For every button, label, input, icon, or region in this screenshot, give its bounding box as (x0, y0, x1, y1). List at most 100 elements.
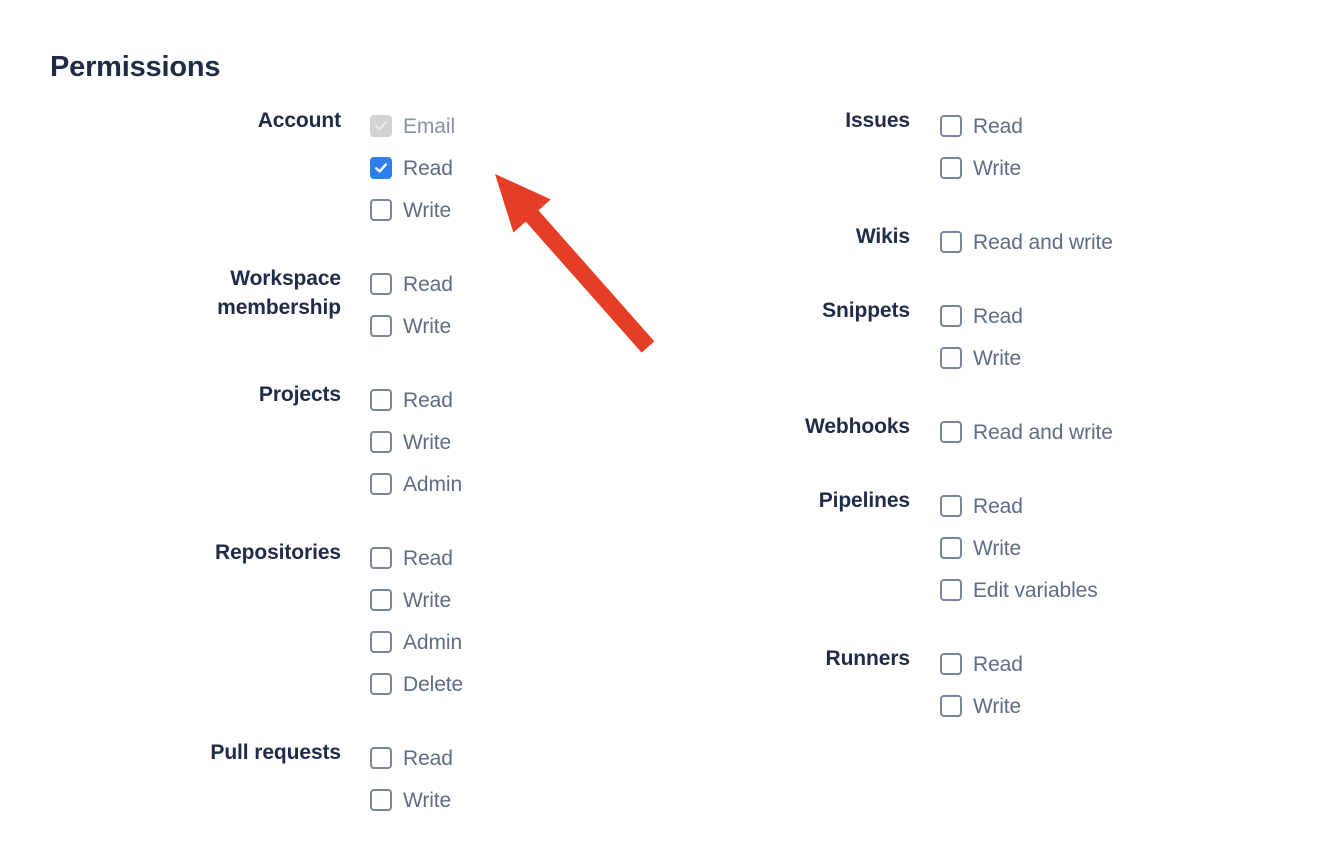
checkbox-write[interactable] (940, 347, 962, 369)
checkbox-email (370, 115, 392, 137)
permission-option-webhooks-read-and-write[interactable]: Read and write (940, 411, 1113, 453)
permission-option-label: Read (973, 652, 1023, 676)
permission-option-list: Read and write (910, 221, 1113, 263)
permission-option-wikis-read-and-write[interactable]: Read and write (940, 221, 1113, 263)
checkbox-read[interactable] (370, 157, 392, 179)
permission-group-label: Repositories (215, 541, 341, 564)
checkbox-write[interactable] (370, 789, 392, 811)
permission-option-label: Write (403, 198, 452, 222)
permission-option-runners-read[interactable]: Read (940, 643, 1023, 685)
permission-option-workspace-membership-write[interactable]: Write (370, 305, 453, 347)
checkbox-write[interactable] (370, 589, 392, 611)
permission-option-label: Write (403, 588, 452, 612)
permission-option-snippets-read[interactable]: Read (940, 295, 1023, 337)
permission-option-pipelines-edit-variables[interactable]: Edit variables (940, 569, 1098, 611)
permission-option-repositories-delete[interactable]: Delete (370, 663, 463, 705)
permission-option-repositories-read[interactable]: Read (370, 537, 463, 579)
checkbox-read[interactable] (370, 747, 392, 769)
permission-group-label: Webhooks (805, 415, 910, 438)
permission-option-label: Admin (403, 472, 463, 496)
permission-option-runners-write[interactable]: Write (940, 685, 1023, 727)
checkbox-write[interactable] (370, 199, 392, 221)
checkbox-read[interactable] (370, 547, 392, 569)
page-title: Permissions (50, 51, 221, 83)
permission-option-label: Edit variables (973, 578, 1098, 602)
permission-option-label: Delete (403, 672, 464, 696)
permission-option-label: Write (403, 788, 452, 812)
permission-group-label: Issues (845, 109, 910, 132)
permission-option-projects-write[interactable]: Write (370, 421, 462, 463)
checkbox-read[interactable] (940, 305, 962, 327)
permission-option-label: Read (973, 114, 1023, 138)
checkbox-write[interactable] (940, 695, 962, 717)
permission-group-label: Snippets (822, 299, 910, 322)
permission-option-projects-read[interactable]: Read (370, 379, 462, 421)
permission-option-workspace-membership-read[interactable]: Read (370, 263, 453, 305)
permission-option-snippets-write[interactable]: Write (940, 337, 1023, 379)
checkbox-write[interactable] (370, 431, 392, 453)
permission-option-account-email: Email (370, 105, 455, 147)
permission-option-repositories-admin[interactable]: Admin (370, 621, 463, 663)
permission-option-label: Read (973, 304, 1023, 328)
permission-group-label: Wikis (855, 225, 910, 248)
permission-option-pull-requests-write[interactable]: Write (370, 779, 453, 821)
checkmark-icon (372, 117, 390, 135)
permission-option-account-write[interactable]: Write (370, 189, 455, 231)
permission-option-repositories-write[interactable]: Write (370, 579, 463, 621)
permission-option-issues-read[interactable]: Read (940, 105, 1023, 147)
permission-group-webhooks: Webhooks Read and write (660, 411, 1322, 453)
checkbox-read[interactable] (370, 389, 392, 411)
checkbox-edit-variables[interactable] (940, 579, 962, 601)
permission-option-pipelines-write[interactable]: Write (940, 527, 1098, 569)
checkbox-read-and-write[interactable] (940, 231, 962, 253)
permission-option-label: Read (973, 494, 1023, 518)
permission-group-wikis: Wikis Read and write (660, 221, 1322, 263)
permission-option-label: Read and write (973, 420, 1113, 444)
checkbox-read-and-write[interactable] (940, 421, 962, 443)
permission-group-label: Pipelines (818, 489, 910, 512)
checkbox-admin[interactable] (370, 631, 392, 653)
permission-group-label: Runners (825, 647, 911, 670)
permission-option-label: Write (973, 694, 1022, 718)
permission-option-account-read[interactable]: Read (370, 147, 455, 189)
permission-option-label: Read and write (973, 230, 1113, 254)
checkbox-delete[interactable] (370, 673, 392, 695)
checkbox-read[interactable] (370, 273, 392, 295)
permission-option-issues-write[interactable]: Write (940, 147, 1023, 189)
checkbox-read[interactable] (940, 115, 962, 137)
permission-option-label: Read (403, 156, 453, 180)
permission-option-label: Write (403, 430, 452, 454)
checkbox-read[interactable] (940, 495, 962, 517)
permission-option-pull-requests-read[interactable]: Read (370, 737, 453, 779)
permission-option-list: Read and write (910, 411, 1113, 453)
checkbox-write[interactable] (370, 315, 392, 337)
permission-group-label: Account (257, 109, 341, 132)
permission-option-projects-admin[interactable]: Admin (370, 463, 462, 505)
checkmark-icon (372, 159, 390, 177)
checkbox-read[interactable] (940, 653, 962, 675)
permission-option-label: Email (403, 114, 456, 138)
checkbox-write[interactable] (940, 157, 962, 179)
checkbox-write[interactable] (940, 537, 962, 559)
checkbox-admin[interactable] (370, 473, 392, 495)
permission-option-pipelines-read[interactable]: Read (940, 485, 1098, 527)
permission-option-label: Read (403, 272, 453, 296)
